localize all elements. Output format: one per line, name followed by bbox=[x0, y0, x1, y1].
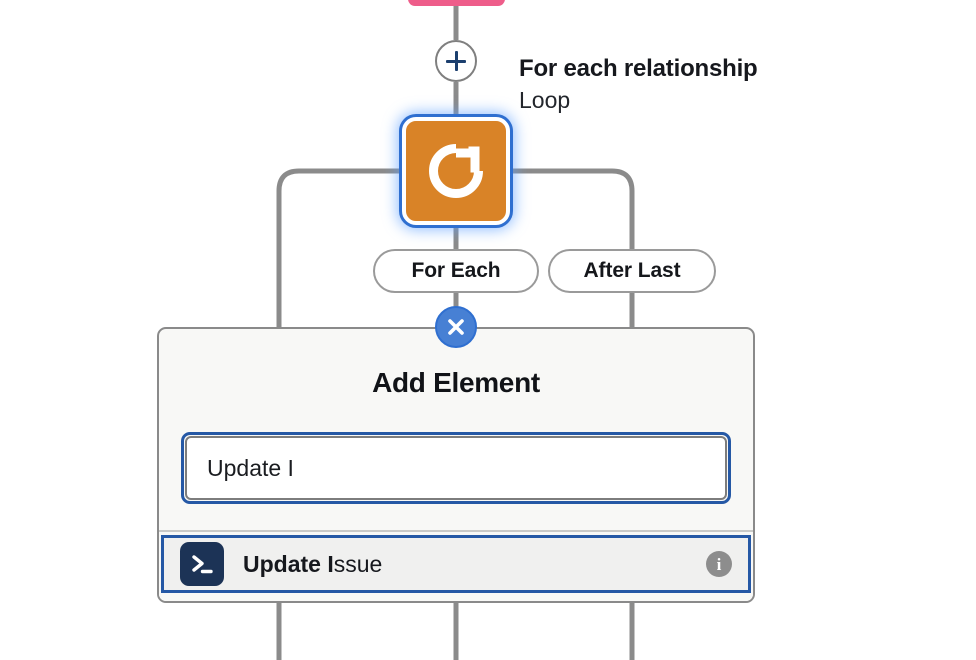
branch-pill-after-last[interactable]: After Last bbox=[548, 249, 716, 293]
search-results-list: Update Issue i bbox=[159, 532, 753, 601]
add-element-dialog: Add Element Update Issue i bbox=[157, 327, 755, 603]
close-x-icon bbox=[445, 316, 467, 338]
add-step-button[interactable] bbox=[435, 40, 477, 82]
loop-node[interactable] bbox=[402, 117, 510, 225]
branch-pill-label: For Each bbox=[411, 259, 501, 282]
node-title: For each relationship bbox=[519, 55, 758, 82]
search-field-wrapper bbox=[181, 432, 731, 504]
info-icon[interactable]: i bbox=[706, 551, 732, 577]
branch-pill-for-each[interactable]: For Each bbox=[373, 249, 539, 293]
dialog-title: Add Element bbox=[372, 367, 540, 398]
close-dialog-button[interactable] bbox=[435, 306, 477, 348]
dialog-body: Add Element bbox=[159, 329, 753, 530]
loop-refresh-icon bbox=[423, 138, 489, 204]
plus-icon-vertical bbox=[454, 51, 458, 71]
result-label-match: Update I bbox=[243, 550, 334, 577]
branch-pill-label: After Last bbox=[583, 259, 681, 282]
loop-node-label: For each relationship Loop bbox=[519, 55, 758, 113]
result-label-rest: ssue bbox=[333, 550, 383, 577]
node-subtitle: Loop bbox=[519, 86, 571, 113]
result-item-label: Update Issue bbox=[243, 551, 706, 578]
terminal-icon bbox=[180, 542, 224, 586]
result-item-update-issue[interactable]: Update Issue i bbox=[161, 535, 751, 593]
element-search-input[interactable] bbox=[185, 436, 727, 500]
pink-node-stub[interactable] bbox=[408, 0, 505, 6]
